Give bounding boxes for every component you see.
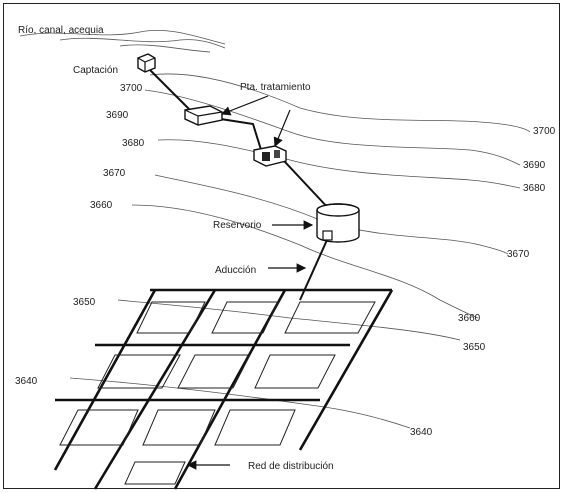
elevation-3640-right: 3640	[410, 427, 433, 438]
elevation-3660-left: 3660	[90, 200, 113, 211]
elevation-3680-right: 3680	[523, 183, 546, 194]
elevation-3680-left: 3680	[122, 138, 145, 149]
intake-structure	[137, 53, 156, 73]
diagram-frame	[3, 3, 560, 489]
elevation-3690-right: 3690	[523, 160, 546, 171]
elevation-3700-left: 3700	[120, 83, 143, 94]
label-treatment: Pta. tratamiento	[240, 82, 311, 93]
label-reservoir: Reservorio	[213, 220, 262, 231]
reservoir-tank	[316, 203, 360, 243]
label-conduit: Aducción	[215, 265, 256, 276]
contour-lines	[69, 73, 531, 429]
river-lines	[19, 29, 226, 53]
grid-cells	[59, 301, 376, 485]
label-source: Río, canal, acequia	[18, 25, 104, 36]
distribution-grid	[53, 288, 394, 490]
elevation-3670-left: 3670	[103, 168, 126, 179]
treatment-plant-1	[184, 105, 223, 126]
elevation-3660-right: 3660	[458, 313, 481, 324]
elevation-3690-left: 3690	[106, 110, 129, 121]
treatment-plant-2	[253, 145, 287, 167]
elevation-3650-left: 3650	[73, 297, 96, 308]
label-intake: Captación	[73, 65, 118, 76]
elevation-3650-right: 3650	[463, 342, 486, 353]
elevation-3700-right: 3700	[533, 126, 556, 137]
elevation-3640-left: 3640	[15, 376, 38, 387]
label-network: Red de distribución	[248, 461, 334, 472]
annotation-arrows	[186, 95, 314, 470]
elevation-3670-right: 3670	[507, 249, 530, 260]
